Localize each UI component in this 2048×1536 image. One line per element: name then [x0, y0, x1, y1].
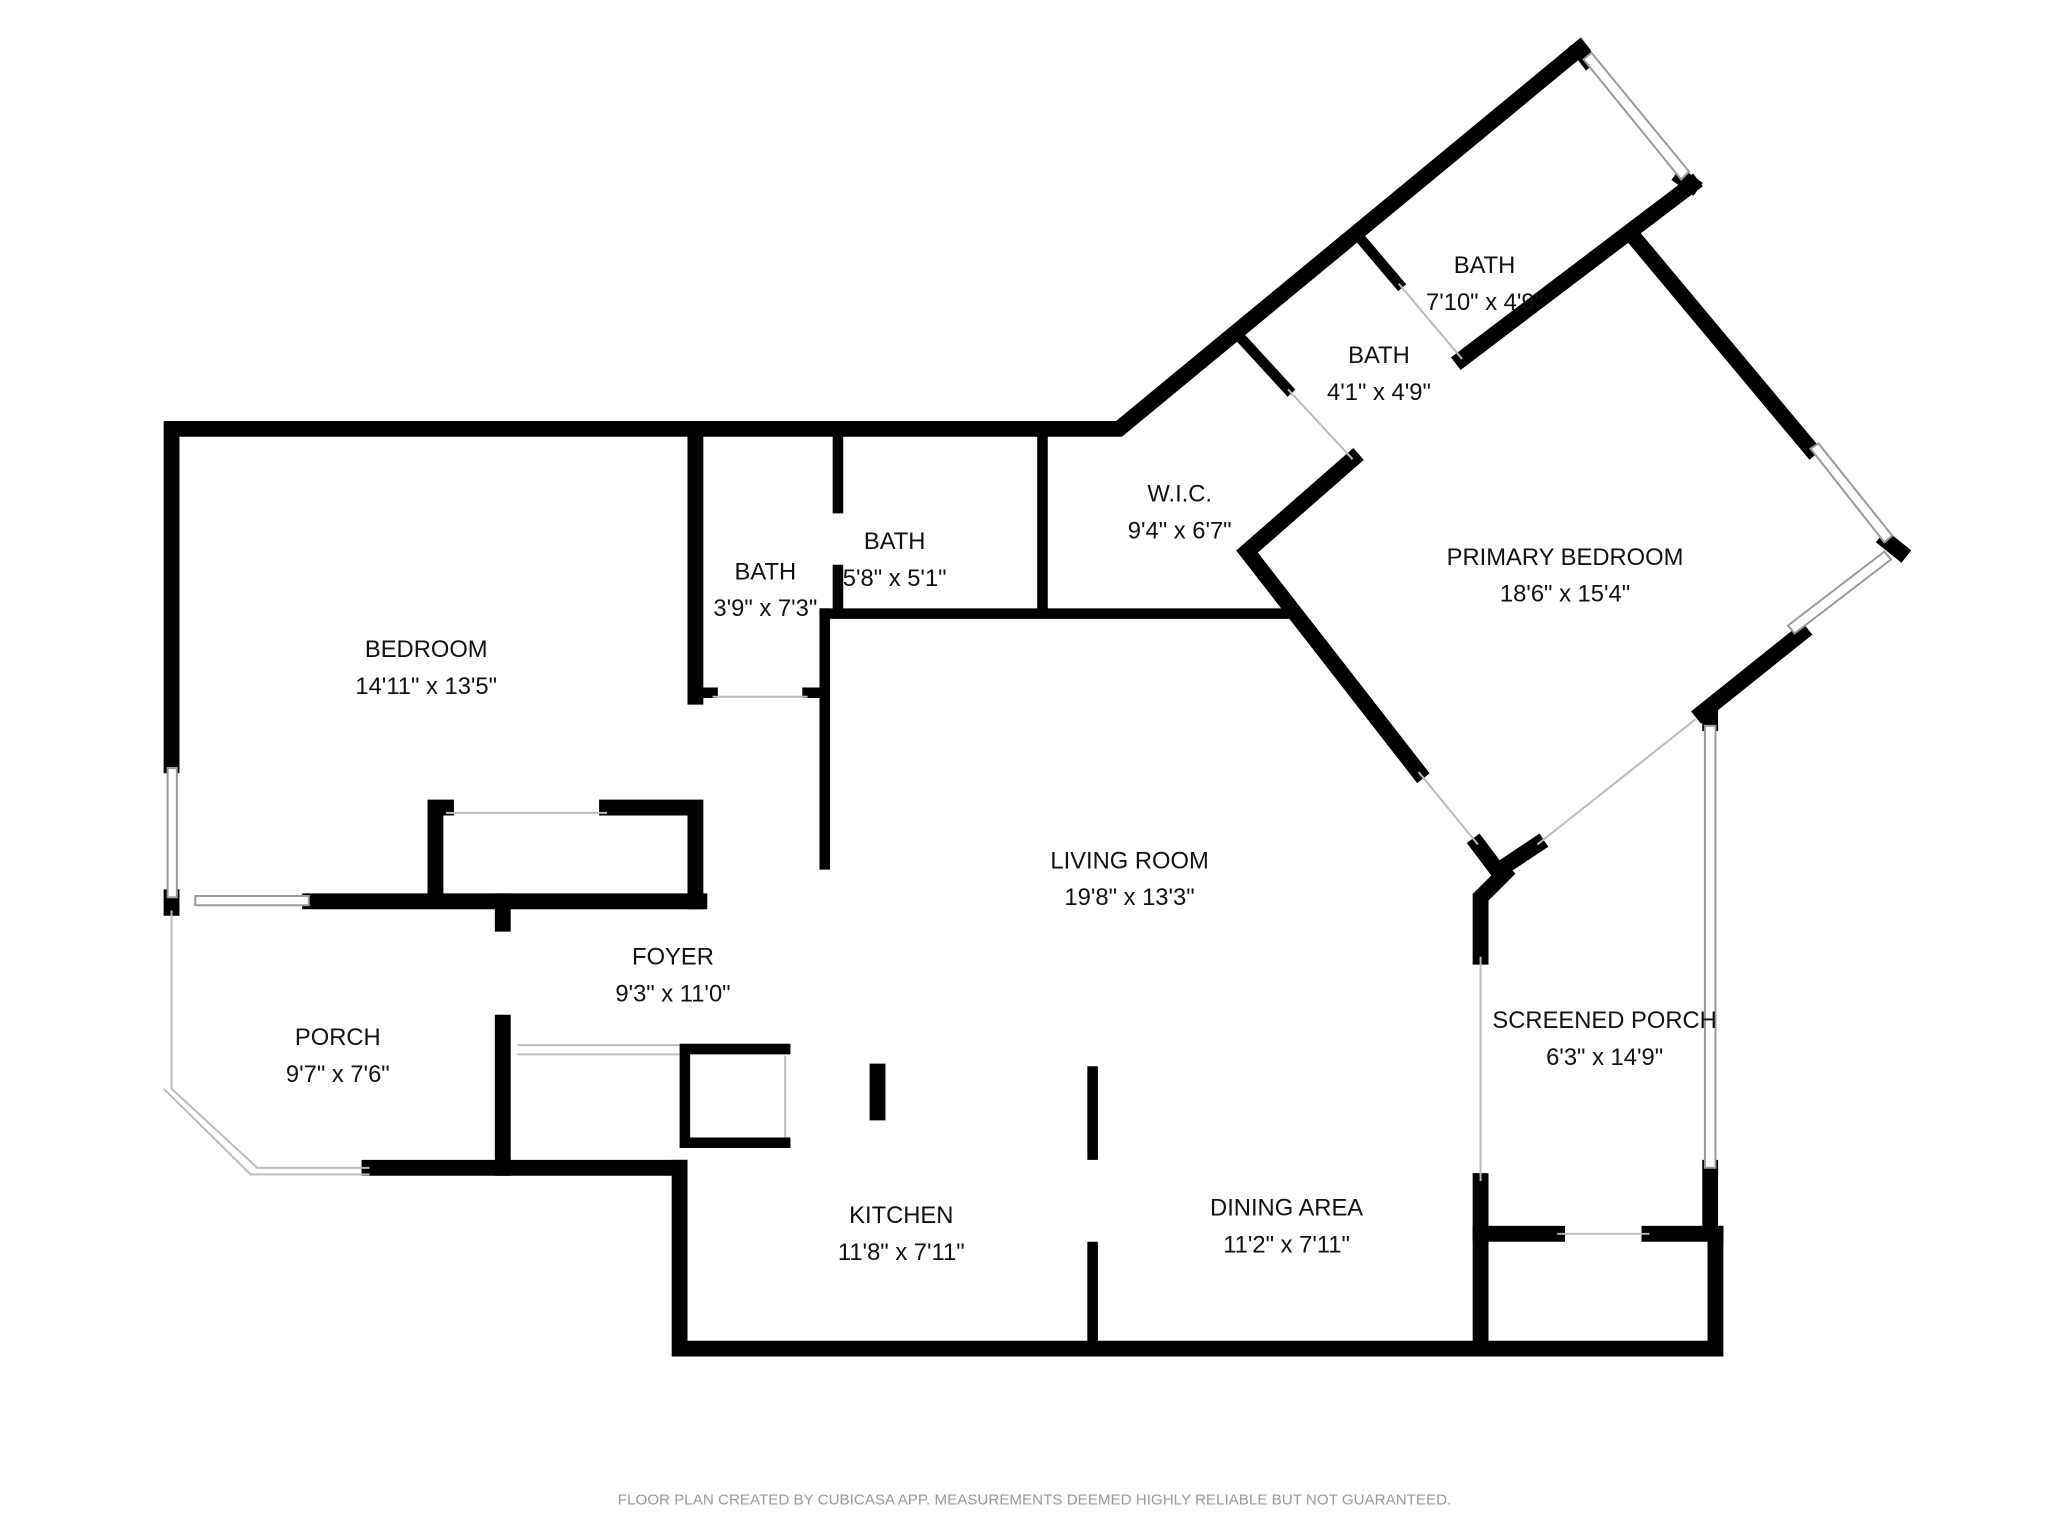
windows-and-openings	[162, 51, 1894, 1235]
room-size: 5'8" x 5'1"	[843, 565, 947, 592]
room-bath-2: BATH 5'8" x 5'1"	[843, 528, 947, 592]
room-size: 18'6" x 15'4"	[1500, 581, 1630, 608]
room-size: 4'1" x 4'9"	[1327, 379, 1431, 406]
room-name: W.I.C.	[1147, 480, 1212, 507]
walls	[163, 37, 1912, 1357]
room-name: BATH	[1348, 342, 1410, 369]
room-name: DINING AREA	[1210, 1194, 1363, 1221]
room-dining-area: DINING AREA 11'2" x 7'11"	[1210, 1194, 1363, 1258]
room-size: 7'10" x 4'9"	[1426, 289, 1543, 316]
room-name: BEDROOM	[365, 636, 488, 663]
room-size: 19'8" x 13'3"	[1064, 884, 1194, 911]
room-name: BATH	[735, 558, 797, 585]
room-name: FOYER	[632, 944, 714, 971]
room-bath-4: BATH 7'10" x 4'9"	[1426, 252, 1543, 316]
room-size: 9'7" x 7'6"	[286, 1061, 390, 1088]
room-size: 11'2" x 7'11"	[1223, 1231, 1350, 1258]
room-size: 6'3" x 14'9"	[1546, 1044, 1663, 1071]
room-screened-porch: SCREENED PORCH 6'3" x 14'9"	[1492, 1007, 1716, 1071]
room-kitchen: KITCHEN 11'8" x 7'11"	[838, 1202, 965, 1266]
room-name: LIVING ROOM	[1050, 847, 1208, 874]
room-primary-bedroom: PRIMARY BEDROOM 18'6" x 15'4"	[1447, 544, 1684, 608]
room-name: PRIMARY BEDROOM	[1447, 544, 1684, 571]
room-name: KITCHEN	[849, 1202, 953, 1229]
room-bath-3: BATH 4'1" x 4'9"	[1327, 342, 1431, 406]
room-name: BATH	[864, 528, 926, 555]
room-size: 9'3" x 11'0"	[615, 981, 730, 1008]
room-wic: W.I.C. 9'4" x 6'7"	[1128, 480, 1232, 544]
room-living-room: LIVING ROOM 19'8" x 13'3"	[1050, 847, 1208, 911]
room-name: BATH	[1454, 252, 1516, 279]
room-foyer: FOYER 9'3" x 11'0"	[615, 944, 730, 1008]
disclaimer-footer: FLOOR PLAN CREATED BY CUBICASA APP. MEAS…	[618, 1491, 1452, 1508]
room-porch: PORCH 9'7" x 7'6"	[286, 1024, 390, 1088]
room-name: SCREENED PORCH	[1492, 1007, 1716, 1034]
room-bath-1: BATH 3'9" x 7'3"	[713, 558, 817, 622]
room-bedroom: BEDROOM 14'11" x 13'5"	[355, 636, 497, 700]
room-size: 11'8" x 7'11"	[838, 1239, 965, 1266]
room-size: 14'11" x 13'5"	[355, 673, 497, 700]
room-name: PORCH	[295, 1024, 381, 1051]
room-size: 3'9" x 7'3"	[713, 595, 817, 622]
room-size: 9'4" x 6'7"	[1128, 517, 1232, 544]
